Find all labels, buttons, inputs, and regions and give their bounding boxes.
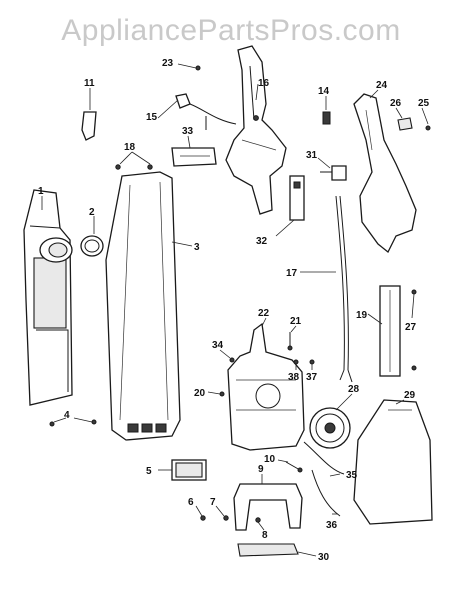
part-33-bracket[interactable] (171, 147, 217, 167)
callout-14: 14 (318, 86, 330, 97)
callout-22: 22 (258, 308, 270, 319)
part-38-screw[interactable] (293, 359, 299, 365)
callout-23: 23 (162, 58, 174, 69)
callout-15: 15 (146, 112, 158, 123)
callout-1: 1 (38, 186, 44, 197)
part-25-screw[interactable] (425, 125, 431, 131)
callout-3: 3 (194, 242, 200, 253)
callout-5: 5 (146, 466, 152, 477)
callout-labels: 1 2 3 4 5 6 7 8 9 10 11 14 15 16 17 18 1… (38, 58, 430, 563)
part-19-wand[interactable] (379, 285, 401, 377)
part-24-handle-cover[interactable] (353, 93, 417, 254)
callout-37: 37 (306, 372, 318, 383)
callout-32: 32 (256, 236, 268, 247)
part-22-base-housing[interactable] (227, 322, 305, 451)
callout-8: 8 (262, 530, 268, 541)
part-4-screws[interactable] (49, 419, 97, 427)
part-10-pin[interactable] (285, 461, 303, 473)
callout-33: 33 (182, 126, 194, 137)
callout-25: 25 (418, 98, 430, 109)
part-30-bumper[interactable] (237, 543, 299, 557)
part-32-switch[interactable] (289, 175, 305, 221)
part-6-screw[interactable] (200, 515, 206, 521)
callout-35: 35 (346, 470, 358, 481)
part-3-outer-bag[interactable] (105, 171, 181, 441)
part-16-handle[interactable] (225, 45, 287, 215)
part-18-screws[interactable] (115, 164, 153, 170)
callout-34: 34 (212, 340, 224, 351)
part-20-screw[interactable] (219, 391, 225, 397)
callout-21: 21 (290, 316, 302, 327)
callout-29: 29 (404, 390, 416, 401)
part-11-clip[interactable] (81, 111, 97, 141)
part-17-hose[interactable] (335, 195, 353, 383)
leader-lines (41, 63, 429, 557)
part-2-ring[interactable] (80, 235, 104, 257)
part-23-screw[interactable] (195, 65, 201, 71)
callout-17: 17 (286, 268, 298, 279)
part-36-cord[interactable] (311, 469, 341, 517)
part-15-cord-clip[interactable] (175, 93, 237, 130)
callout-16: 16 (258, 78, 270, 89)
part-21-screw[interactable] (287, 332, 293, 351)
callout-30: 30 (318, 552, 330, 563)
part-9-bracket[interactable] (233, 483, 303, 531)
callout-7: 7 (210, 497, 216, 508)
part-14-clip[interactable] (322, 111, 331, 125)
callout-18: 18 (124, 142, 136, 153)
callout-24: 24 (376, 80, 388, 91)
callout-9: 9 (258, 464, 264, 475)
part-8-screw[interactable] (255, 517, 261, 523)
callout-26: 26 (390, 98, 402, 109)
part-34-screw[interactable] (229, 357, 235, 363)
part-27-screws[interactable] (411, 289, 417, 371)
part-1-rear-housing[interactable] (23, 189, 73, 406)
callout-36: 36 (326, 520, 338, 531)
part-29-bottom-plate[interactable] (353, 399, 433, 525)
callout-28: 28 (348, 384, 360, 395)
part-35-cord[interactable] (303, 441, 345, 475)
callout-6: 6 (188, 497, 194, 508)
callout-19: 19 (356, 310, 368, 321)
part-26-label[interactable] (397, 117, 413, 131)
part-5-filter[interactable] (171, 459, 207, 481)
callout-4: 4 (64, 410, 70, 421)
part-37-screw[interactable] (309, 359, 315, 365)
callout-11: 11 (84, 78, 95, 89)
callout-20: 20 (194, 388, 206, 399)
part-28-motor-fan[interactable] (309, 407, 351, 449)
callout-27: 27 (405, 322, 417, 333)
callout-31: 31 (306, 150, 318, 161)
part-7-screw[interactable] (223, 515, 229, 521)
callout-38: 38 (288, 372, 300, 383)
callout-2: 2 (89, 207, 95, 218)
part-31-bracket[interactable] (320, 165, 347, 181)
callout-10: 10 (264, 454, 276, 465)
